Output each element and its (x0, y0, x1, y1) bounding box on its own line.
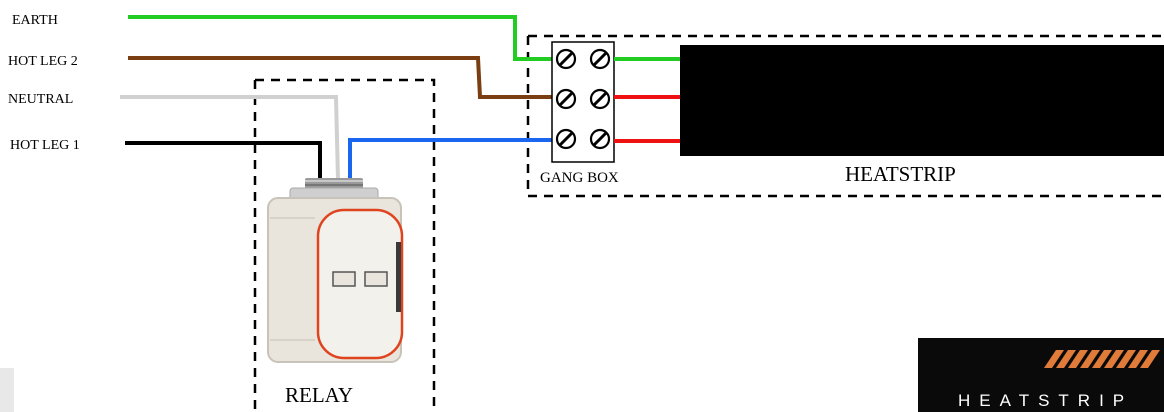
hot-leg-1-label: HOT LEG 1 (10, 138, 80, 153)
terminal-screw (589, 128, 611, 150)
relay-device (267, 178, 404, 363)
terminal-screw (555, 48, 577, 70)
hot-leg-2-label: HOT LEG 2 (8, 54, 78, 69)
earth-wire (128, 15, 553, 61)
terminal-screw (555, 88, 577, 110)
earth-label: EARTH (12, 13, 58, 28)
relay-label: RELAY (285, 383, 353, 407)
terminal-screw (589, 48, 611, 70)
logo-text: HEATSTRIP (958, 391, 1133, 410)
terminal-screw (589, 88, 611, 110)
corner-mark (0, 368, 14, 412)
heatstrip-heater (680, 45, 1164, 156)
gang-box-label: GANG BOX (540, 170, 619, 186)
heatstrip-logo: HEATSTRIP (918, 338, 1164, 412)
hot-leg-1-wire (125, 141, 322, 180)
hot-leg-2-wire (128, 56, 553, 99)
heatstrip-enclosure-outline (526, 34, 1164, 198)
terminal-screw (555, 128, 577, 150)
gang-box (551, 41, 615, 163)
relay-output-wire (348, 138, 553, 180)
neutral-label: NEUTRAL (8, 92, 73, 107)
logo-stripes (1044, 350, 1160, 368)
heatstrip-label: HEATSTRIP (845, 162, 956, 186)
neutral-wire (120, 95, 340, 181)
relay-enclosure-outline (253, 78, 436, 412)
